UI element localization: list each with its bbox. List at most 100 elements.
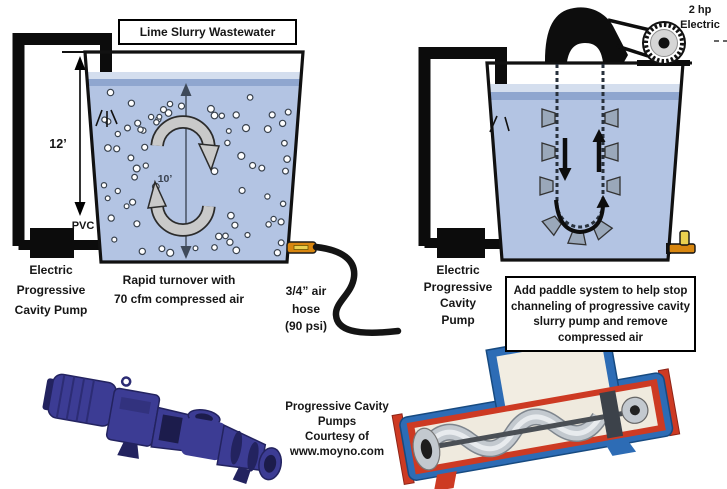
- air-bubble: [224, 139, 231, 147]
- pump-photo: [42, 373, 283, 484]
- air-bubble: [166, 100, 174, 108]
- air-bubble: [225, 128, 232, 135]
- aeration-note-line: 70 cfm compressed air: [113, 292, 245, 306]
- air-bubble: [106, 88, 115, 97]
- air-bubble: [131, 173, 139, 181]
- paddle-system-note-line: compressed air: [557, 331, 643, 344]
- air-bubble: [278, 119, 287, 128]
- aeration-note: Rapid turnover with 70 cfm compressed ai…: [103, 271, 255, 309]
- air-bubble: [273, 248, 282, 257]
- air-bubble: [277, 218, 285, 226]
- right-spray-nozzle-icon: [489, 115, 510, 133]
- air-bubble: [268, 111, 276, 119]
- air-bubble: [113, 145, 121, 153]
- air-bubble: [147, 113, 155, 121]
- air-bubble: [282, 167, 290, 175]
- air-bubble: [107, 214, 115, 222]
- circulation-arrow-upper: [150, 115, 221, 173]
- air-bubble: [137, 126, 144, 133]
- air-bubble: [153, 119, 160, 126]
- air-bubble: [283, 155, 292, 164]
- motor-label-line: 2 hp: [688, 4, 712, 16]
- air-bubble: [231, 221, 239, 229]
- pipe-material-label: PVC: [71, 220, 95, 232]
- air-bubble: [159, 105, 168, 114]
- pulley-wheel-icon: [637, 21, 727, 66]
- right-pump-label-line: Electric: [436, 263, 480, 277]
- air-bubble: [246, 93, 254, 101]
- air-bubble: [123, 203, 130, 210]
- drain-valve-icon: [666, 230, 696, 254]
- gear-housing-arch: [545, 7, 628, 62]
- air-bubble: [166, 248, 175, 257]
- air-bubble: [104, 195, 111, 202]
- air-hose-label-line: 3/4” air: [285, 284, 327, 298]
- credit-caption-line: Pumps: [317, 416, 357, 428]
- air-bubble: [226, 211, 235, 220]
- air-bubble: [111, 236, 118, 243]
- left-pump-body: [30, 228, 74, 258]
- air-bubble: [258, 164, 266, 172]
- air-bubble: [192, 245, 199, 252]
- paddles: [539, 108, 621, 246]
- air-bubble: [133, 220, 141, 228]
- air-bubble: [241, 124, 251, 133]
- right-tank-water: [487, 84, 683, 260]
- flow-arrow-up: [592, 129, 606, 172]
- air-bubble: [211, 244, 218, 251]
- air-bubble: [277, 239, 285, 247]
- air-bubble: [123, 124, 131, 132]
- air-bubble: [284, 108, 292, 116]
- air-bubble: [215, 232, 223, 241]
- air-bubble: [142, 162, 149, 169]
- left-pump-label-line: Progressive: [16, 283, 86, 297]
- air-bubble: [134, 119, 142, 127]
- air-bubble: [103, 144, 112, 152]
- credit-caption-line: Courtesy of: [305, 431, 369, 443]
- credit-caption-line: www.moyno.com: [289, 446, 385, 458]
- right-pump-label: Electric Progressive Cavity Pump: [413, 262, 503, 328]
- right-pump-label-line: Pump: [441, 312, 475, 327]
- air-bubble: [129, 198, 137, 206]
- air-bubble: [232, 111, 240, 119]
- air-bubble: [127, 154, 135, 162]
- air-bubble: [264, 193, 271, 200]
- right-pump-body: [437, 228, 485, 258]
- air-hose: [286, 241, 402, 336]
- depth-arrow-12ft: [74, 56, 86, 216]
- left-pump-label-line: Electric: [29, 263, 73, 277]
- air-bubble: [238, 186, 246, 195]
- air-bubble: [114, 130, 122, 138]
- credit-caption: Progressive Cavity Pumps Courtesy of www…: [280, 400, 394, 460]
- spray-nozzle-icon: [95, 109, 118, 127]
- air-bubble: [210, 111, 219, 120]
- air-bubble: [114, 187, 122, 195]
- air-bubble: [210, 167, 219, 176]
- air-bubble: [127, 99, 136, 108]
- motor-label: 2 hp Electric: [674, 3, 726, 33]
- air-bubble: [156, 113, 163, 120]
- air-hose-label-line: hose: [291, 301, 320, 316]
- air-bubble: [237, 151, 246, 160]
- air-bubble: [281, 139, 288, 147]
- air-bubble: [218, 112, 226, 120]
- tank-depth-label: 12’: [49, 137, 67, 151]
- air-bubble: [132, 164, 141, 173]
- flow-arrow-turn: [554, 195, 610, 235]
- air-bubble: [206, 104, 215, 113]
- flow-arrow-down: [558, 138, 572, 181]
- air-bubble: [249, 161, 257, 170]
- air-bubble: [279, 200, 287, 208]
- air-bubbles: [100, 88, 292, 257]
- paddle-system-note-line: channeling of progressive cavity: [511, 300, 690, 313]
- aeration-note-line: Rapid turnover with: [122, 273, 236, 287]
- right-pump-label-line: Cavity: [439, 296, 477, 310]
- right-pump-label-line: Progressive: [423, 279, 493, 294]
- air-bubble: [226, 238, 234, 246]
- left-tank: [62, 50, 305, 264]
- paddle-system-note-line: slurry pump and remove: [533, 316, 668, 328]
- air-bubble: [222, 232, 229, 240]
- drive-belt: [607, 18, 651, 58]
